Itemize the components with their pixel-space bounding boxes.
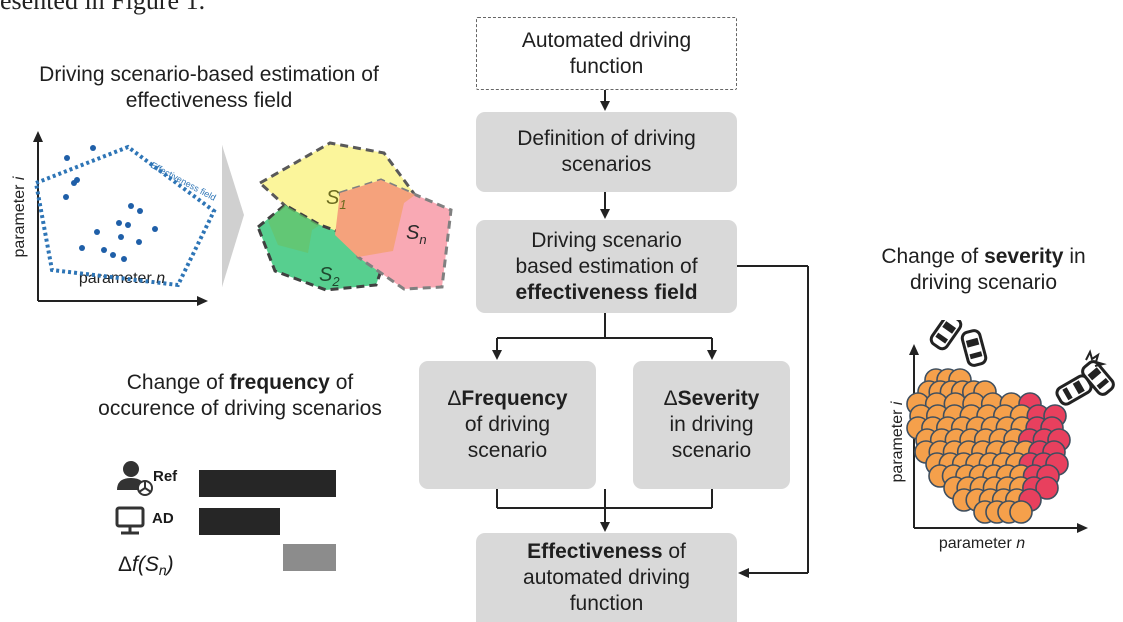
driver-icon (117, 461, 153, 496)
scenario-sn-label: Sn (406, 222, 427, 247)
scenario-dot (110, 252, 116, 258)
severity-plot: parameter i parameter n (889, 320, 1115, 552)
car-icon (1055, 374, 1093, 406)
arrowhead (600, 209, 610, 219)
bar-icons (115, 461, 153, 535)
severity-plot-axes (909, 344, 1088, 533)
arrowhead (600, 101, 610, 111)
frequency-title-c: of (329, 371, 354, 394)
severity-plot-x-label: parameter n (939, 535, 1025, 552)
field-plot-axes (33, 131, 208, 306)
crash-icon (1085, 349, 1107, 367)
computer-icon (115, 506, 145, 535)
scenario-dot (64, 155, 70, 161)
field-plot-y-label: parameter i (11, 176, 28, 257)
bar-ref (199, 470, 336, 497)
ref-label: Ref (153, 468, 178, 485)
effectiveness-field-diagram: parameter i parameter n Effectiveness fi… (11, 131, 453, 306)
scenario-dot (90, 145, 96, 151)
scenario-s2-label: S2 (319, 264, 340, 289)
estimation-title-line2: effectiveness field (125, 89, 293, 112)
frequency-title: Change of frequency of occurence of driv… (0, 370, 480, 422)
car-icon (1081, 360, 1115, 396)
scenario-s1-label: S1 (326, 187, 347, 212)
severity-circle-high (1035, 476, 1059, 500)
severity-title: Change of severity in driving scenario (881, 245, 1086, 294)
scenario-dot (79, 245, 85, 251)
scenario-dot (136, 239, 142, 245)
scenario-dot (118, 234, 124, 240)
scenario-dot (137, 208, 143, 214)
frequency-title-a: Change of (126, 371, 230, 394)
scenario-dots (63, 145, 158, 262)
scenario-dot (94, 229, 100, 235)
scenario-dot (63, 194, 69, 200)
bar-ad (199, 508, 280, 535)
severity-circle (1009, 500, 1033, 524)
arrowhead (600, 522, 610, 532)
estimation-title-line1: Driving scenario-based estimation of (39, 63, 379, 86)
page-caption-fragment: esented in Figure 1. (0, 0, 206, 15)
scenario-dot (116, 220, 122, 226)
scenario-dot (152, 226, 158, 232)
arrowhead (492, 350, 502, 360)
severity-plot-y-label: parameter i (889, 401, 906, 482)
delta-f-label: Δf(Sn) (118, 553, 174, 578)
bar-delta-f (282, 544, 336, 571)
arrowhead (738, 568, 749, 578)
severity-circles (906, 368, 1071, 524)
scenario-overlap (335, 180, 415, 257)
scenario-shapes (256, 141, 453, 292)
car-icons (929, 320, 1115, 406)
ad-label: AD (152, 510, 174, 527)
scenario-dot (128, 203, 134, 209)
scenario-dot (71, 180, 77, 186)
scenario-dot (125, 222, 131, 228)
scenario-dot (121, 256, 127, 262)
effectiveness-field-outline (33, 144, 217, 288)
scenario-dot (101, 247, 107, 253)
estimation-title: Driving scenario-based estimation of eff… (0, 62, 418, 114)
car-icon (960, 329, 988, 367)
frequency-title-bold: frequency (229, 371, 330, 394)
car-icon (929, 320, 963, 351)
arrowhead (707, 350, 717, 360)
frequency-title-line2: occurence of driving scenarios (98, 397, 382, 420)
